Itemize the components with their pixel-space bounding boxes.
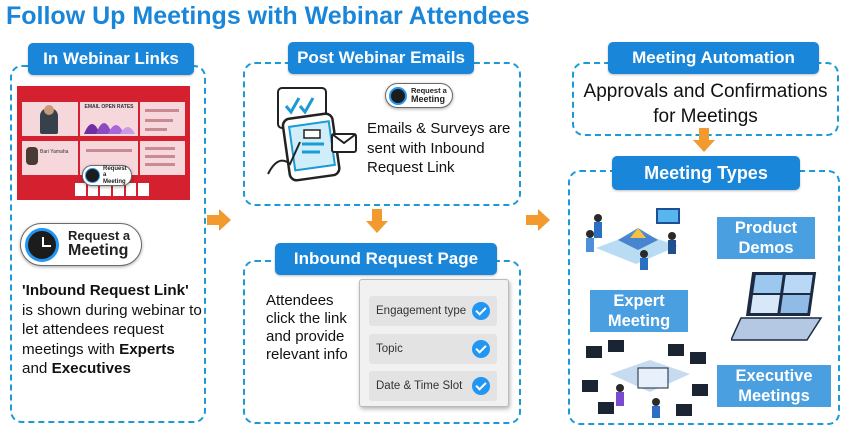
executive-meetings-box: Executive Meetings <box>717 365 831 407</box>
badge-line2: Meeting <box>411 93 446 104</box>
badge-line1: Request a <box>411 85 447 95</box>
clock-icon <box>85 168 100 183</box>
page-title: Follow Up Meetings with Webinar Attendee… <box>6 2 530 30</box>
meeting-types-header: Meeting Types <box>612 156 800 190</box>
desc-bold-executives: Executives <box>51 360 131 377</box>
check-icon <box>472 340 490 358</box>
engagement-type-field[interactable]: Engagement type <box>369 296 497 326</box>
product-demo-illustration <box>586 208 680 270</box>
expert-meeting-box: Expert Meeting <box>590 290 688 332</box>
clock-icon <box>25 227 59 262</box>
badge-line1: Request a <box>103 166 127 179</box>
desc-text-2: and <box>22 360 52 377</box>
inbound-request-header: Inbound Request Page <box>275 243 497 275</box>
webinar-links-description: 'Inbound Request Link' is shown during w… <box>22 281 202 379</box>
thumbnail-chat-tile <box>140 102 185 136</box>
check-icon <box>472 302 490 320</box>
request-meeting-badge-email[interactable]: Request a Meeting <box>385 83 453 108</box>
field-label: Date & Time Slot <box>376 380 463 392</box>
speaker-name: Bari Yamaha <box>40 149 69 155</box>
webinar-links-header: In Webinar Links <box>28 43 194 75</box>
thumbnail-toolbar <box>75 183 150 196</box>
badge-line2: Meeting <box>68 241 129 259</box>
speaker-photo <box>26 147 38 165</box>
thumbnail-speaker-tile: Bari Yamaha <box>22 141 78 175</box>
speaker-avatar <box>40 108 58 134</box>
date-time-slot-field[interactable]: Date & Time Slot <box>369 371 497 401</box>
chart-title: EMAIL OPEN RATES <box>84 104 134 110</box>
arrow-right-icon <box>526 209 552 231</box>
speaker-face <box>44 105 54 115</box>
clock-icon <box>389 86 407 105</box>
topic-field[interactable]: Topic <box>369 334 497 364</box>
executive-meeting-illustration <box>582 340 708 418</box>
laptop-video-call-illustration <box>731 272 823 341</box>
meeting-automation-description: Approvals and Confirmations for Meetings <box>583 81 828 127</box>
arrow-right-icon <box>207 209 233 231</box>
meeting-automation-header: Meeting Automation <box>608 42 819 74</box>
inbound-request-description: Attendees click the link and provide rel… <box>266 292 348 363</box>
check-icon <box>472 377 490 395</box>
thumbnail-video-tile <box>22 102 78 136</box>
desc-text-1: is shown during webinar to let attendees… <box>22 301 202 358</box>
request-form-card: Engagement type Topic Date & Time Slot <box>359 279 509 407</box>
arrow-down-icon <box>366 209 388 235</box>
request-meeting-badge-small[interactable]: Request a Meeting <box>82 165 132 186</box>
field-label: Topic <box>376 343 403 355</box>
product-demos-box: Product Demos <box>717 217 815 259</box>
field-label: Engagement type <box>376 305 467 317</box>
badge-line2: Meeting <box>103 178 126 185</box>
desc-bold-link: 'Inbound Request Link' <box>22 282 189 299</box>
arrow-down-icon <box>693 128 715 154</box>
post-webinar-emails-description: Emails & Surveys are sent with Inbound R… <box>367 120 511 176</box>
desc-bold-experts: Experts <box>119 340 175 358</box>
phone-email-icon <box>267 87 357 182</box>
chart-bell-curves <box>84 123 135 134</box>
post-webinar-emails-header: Post Webinar Emails <box>288 42 474 74</box>
thumbnail-chart-tile: EMAIL OPEN RATES <box>80 102 138 136</box>
request-meeting-badge-large[interactable]: Request a Meeting <box>20 223 142 266</box>
badge-line1: Request a <box>68 228 131 244</box>
thumbnail-docs-tile <box>140 141 185 175</box>
